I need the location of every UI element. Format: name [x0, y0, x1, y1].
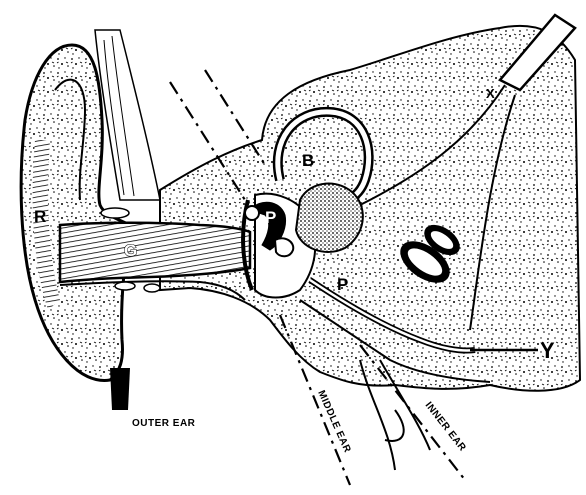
ear-canal: [60, 223, 250, 282]
label-b: B: [302, 151, 314, 170]
label-r: R: [34, 207, 46, 226]
label-p-upper: P: [265, 208, 276, 227]
label-y: Y: [540, 338, 555, 363]
scalp-tissue: [95, 30, 160, 200]
caption-inner-ear: INNER EAR: [423, 400, 468, 454]
canal-cartilage-1: [101, 208, 129, 218]
canal-cartilage-3: [144, 284, 160, 292]
caption-outer-ear: OUTER EAR: [132, 418, 196, 429]
earlobe-base: [110, 368, 130, 410]
stapes: [275, 238, 293, 256]
vestibule: [296, 184, 363, 252]
caption-middle-ear: MIDDLE EAR: [315, 389, 353, 455]
canal-cartilage-2: [115, 282, 135, 290]
label-p-lower: P: [337, 275, 348, 294]
incus: [245, 206, 259, 220]
label-g: G: [124, 241, 137, 260]
label-x: X: [486, 86, 495, 101]
